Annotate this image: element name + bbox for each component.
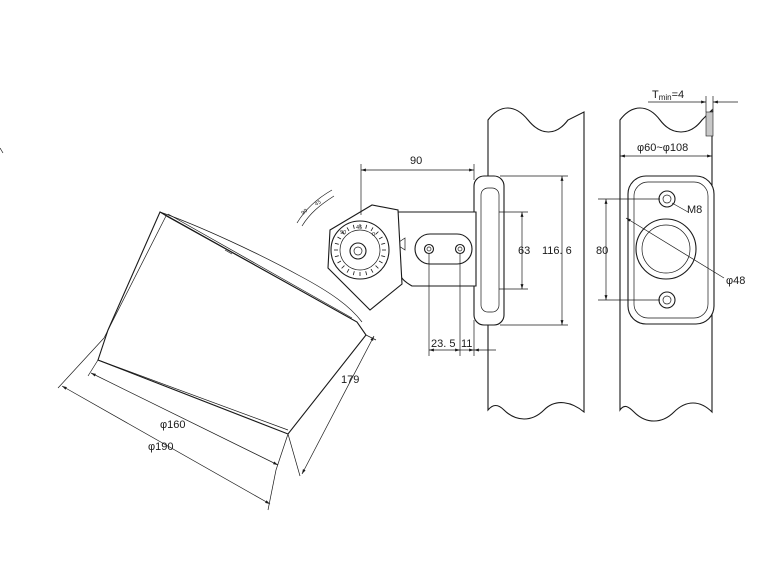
dim-bracket-width: 90 — [360, 155, 475, 215]
rotation-dial: 90 45 0 — [330, 220, 390, 280]
dial-tick — [365, 271, 368, 276]
svg-text:23. 5: 23. 5 — [431, 338, 455, 350]
svg-text:45: 45 — [314, 199, 323, 207]
dial-tick — [334, 255, 339, 258]
bracket-arm — [391, 211, 477, 287]
dim-wall-thickness: Tmin=4 — [648, 89, 738, 112]
mount-plate-front — [627, 175, 715, 325]
dial-tick — [341, 231, 345, 235]
tmin-subscript: min — [659, 93, 672, 102]
svg-text:90: 90 — [300, 208, 309, 217]
dial-tick — [375, 231, 379, 235]
dial-tick — [365, 224, 368, 229]
dim-plate-height: 116. 6 — [500, 175, 572, 326]
svg-text:11: 11 — [461, 338, 472, 350]
dim-housing-depth: 179 — [287, 334, 377, 477]
dial-tick — [346, 268, 350, 273]
dial-tick — [370, 227, 374, 232]
svg-text:φ60~φ108: φ60~φ108 — [637, 142, 688, 154]
tmin-prefix: T — [652, 89, 659, 101]
dial-tick — [337, 260, 342, 264]
edge-mark — [0, 147, 4, 154]
dial-tick — [378, 236, 383, 240]
dial-label-90: 90 — [340, 230, 346, 236]
svg-text:φ160: φ160 — [160, 419, 186, 431]
dial-tick — [381, 255, 386, 258]
wall-hatch — [705, 111, 714, 137]
svg-text:φ48: φ48 — [726, 275, 745, 287]
dial-tick — [337, 236, 342, 240]
dial-tick — [352, 224, 355, 229]
mount-plate-side — [473, 175, 505, 326]
speaker-housing — [97, 211, 367, 435]
svg-text:116. 6: 116. 6 — [542, 245, 572, 257]
dim-mount-hole-spacing: 80 — [596, 198, 660, 301]
dim-offsets: 23. 5 11 — [428, 254, 496, 356]
dial-tick — [381, 242, 386, 245]
dim-center-hole: φ48 — [625, 217, 745, 287]
dial-tick — [370, 268, 374, 273]
dial-tick — [375, 265, 379, 269]
dial-label-0: 0 — [372, 232, 375, 238]
dim-pipe-range: φ60~φ108 — [619, 142, 713, 160]
angle-scale: 90 45 — [296, 189, 335, 227]
dial-label-45: 45 — [356, 225, 362, 231]
svg-text:80: 80 — [596, 245, 608, 257]
dim-thread: M8 — [671, 202, 702, 216]
dial-tick — [334, 242, 339, 245]
svg-text:63: 63 — [518, 245, 530, 257]
svg-text:Tmin=4: Tmin=4 — [652, 89, 684, 102]
dial-tick — [378, 260, 383, 264]
svg-text:179: 179 — [341, 374, 359, 386]
tmin-value: =4 — [672, 89, 685, 101]
svg-text:90: 90 — [410, 155, 422, 167]
dial-tick — [341, 265, 345, 269]
svg-text:φ190: φ190 — [148, 441, 174, 453]
svg-text:M8: M8 — [687, 204, 702, 216]
dial-tick — [346, 227, 350, 232]
dim-diameter-outer: φ190 — [57, 337, 277, 511]
dim-hole-spacing: 63 — [499, 211, 530, 290]
dial-tick — [352, 271, 355, 276]
